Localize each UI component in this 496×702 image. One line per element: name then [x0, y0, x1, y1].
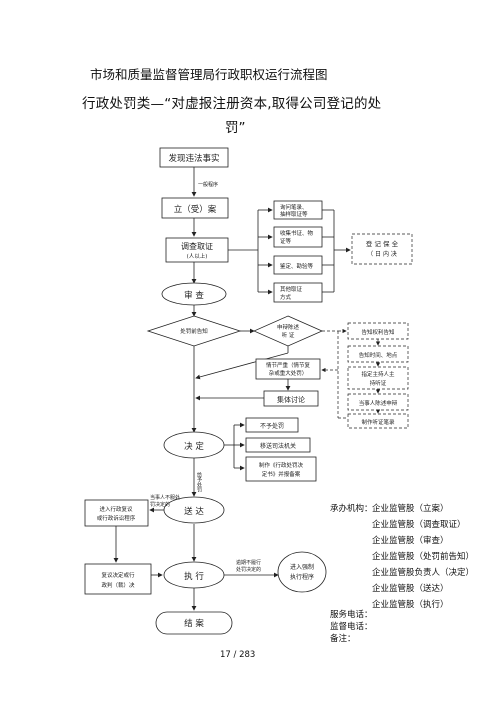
- end-label: 结 案: [184, 618, 204, 629]
- statement-diamond: [253, 315, 323, 347]
- force-exec-node: [277, 551, 327, 593]
- reconsider-hint-line2: 罚决定的: [150, 501, 170, 508]
- end-node: [155, 611, 233, 635]
- org-item: 企业监管股（处罚前告知）: [372, 552, 475, 562]
- make-decision-line2: 定书》并报备案: [262, 470, 301, 478]
- appeal-line1: 进入行政复议: [99, 505, 133, 513]
- reconsideration-result-line1: 复议决定或行: [101, 571, 135, 579]
- connector: [195, 352, 289, 380]
- force-exec-line1: 进入强制: [290, 563, 314, 571]
- org-item: 企业监管股（执行）: [372, 600, 449, 610]
- reconsideration-result-box: [84, 563, 152, 595]
- evidence-box-other: [273, 282, 323, 303]
- statement-line2: 听 证: [282, 331, 295, 339]
- page-number: 17 / 283: [220, 650, 256, 660]
- prenotice-label: 处罚前告知: [180, 327, 208, 335]
- evidence-documents-line2: 证等: [280, 237, 292, 245]
- prenotice-diamond: [146, 315, 242, 347]
- hearing-host-line1: 指定主持人主: [361, 370, 395, 378]
- hearing-record-label: 制作听证笔录: [361, 418, 395, 426]
- filing-node: [161, 197, 229, 219]
- evidence-inquiry-line2: 抽样取证等: [280, 210, 308, 218]
- transfer-box: [245, 437, 311, 453]
- preservation-line2: （ 日 内 决: [367, 250, 397, 258]
- hearing-time-label: 告知时间、地点: [359, 351, 398, 359]
- org-label: 承办机构：: [330, 504, 373, 514]
- make-decision-box: [245, 456, 317, 482]
- hearing-statement-label: 当事人陈述申辩: [359, 399, 398, 407]
- document-subtitle-cont: 罚”: [225, 120, 246, 136]
- org-item: 企业监管股负责人（决定）: [372, 568, 475, 578]
- org-item: 企业监管股（立案）: [372, 504, 449, 514]
- investigate-sub-label: (人以上): [187, 252, 208, 260]
- review-label: 审 查: [184, 290, 204, 301]
- evidence-appraisal-label: 鉴定、勘验等: [280, 262, 314, 270]
- discover-node: [159, 147, 229, 168]
- evidence-inquiry-line1: 询问笔录、: [280, 203, 308, 211]
- document-title: 市场和质量监督管理局行政职权运行流程图: [90, 67, 328, 82]
- org-item: 企业监管股（送达）: [372, 584, 449, 594]
- no-penalty-box: [245, 417, 299, 433]
- appeal-line2: 或行政诉讼程序: [97, 514, 136, 522]
- investigate-label: 调查取证: [181, 241, 213, 251]
- hearing-record-box: [347, 413, 409, 429]
- general-procedure-label: 一般程序: [198, 181, 218, 188]
- review-node: [161, 282, 227, 306]
- service-phone: 服务电话：: [330, 610, 373, 620]
- force-exec-line2: 执行程序: [290, 573, 314, 581]
- reconsideration-result-line2: 政判（裁）决: [101, 581, 135, 589]
- collective-label: 集体讨论: [277, 395, 305, 404]
- discover-label: 发现违法事实: [168, 153, 219, 164]
- reconsider-hint-line1: 当事人不服处: [150, 494, 180, 501]
- investigate-node: [165, 237, 229, 263]
- evidence-other-line1: 其他取证: [280, 285, 303, 293]
- evidence-other-line2: 方式: [280, 293, 292, 301]
- serious-case-line1: 情节严重（情节复: [266, 361, 311, 369]
- no-penalty-label: 不予处罚: [260, 422, 284, 430]
- org-item: 企业监管股（审查）: [372, 536, 449, 546]
- statement-line1: 申辩陈述: [277, 323, 300, 331]
- evidence-documents-line1: 收集书证、物: [280, 229, 314, 237]
- deliver-label: 送 达: [184, 506, 204, 517]
- collective-box: [263, 390, 319, 407]
- org-item: 企业监管股（调查取证）: [372, 520, 466, 530]
- execute-label: 执 行: [184, 571, 204, 582]
- preservation-box: [351, 233, 413, 265]
- preservation-line1: 登 记 保 全: [366, 239, 399, 248]
- document-subtitle: 行政处罚类—“对虚报注册资本,取得公司登记的处: [82, 96, 382, 112]
- no-exec-hint-line1: 逾期不履行: [236, 559, 261, 566]
- decision-label: 决 定: [184, 441, 204, 452]
- make-decision-line1: 制作《行政处罚决: [259, 461, 304, 469]
- appeal-box: [84, 499, 149, 527]
- no-exec-hint-line2: 处罚决定的: [236, 566, 261, 573]
- transfer-label: 移送司法机关: [260, 442, 296, 450]
- supervise-phone: 监督电话：: [330, 622, 373, 632]
- penalty-vertical-label: 给予处罚: [196, 471, 202, 493]
- serious-case-line2: 杂或重大处罚）: [269, 369, 308, 377]
- hearing-rights-label: 告知权利告知: [361, 328, 394, 336]
- filing-label: 立（受）案: [174, 204, 217, 215]
- remark: 备注：: [330, 634, 356, 644]
- hearing-host-line2: 持听证: [370, 379, 387, 387]
